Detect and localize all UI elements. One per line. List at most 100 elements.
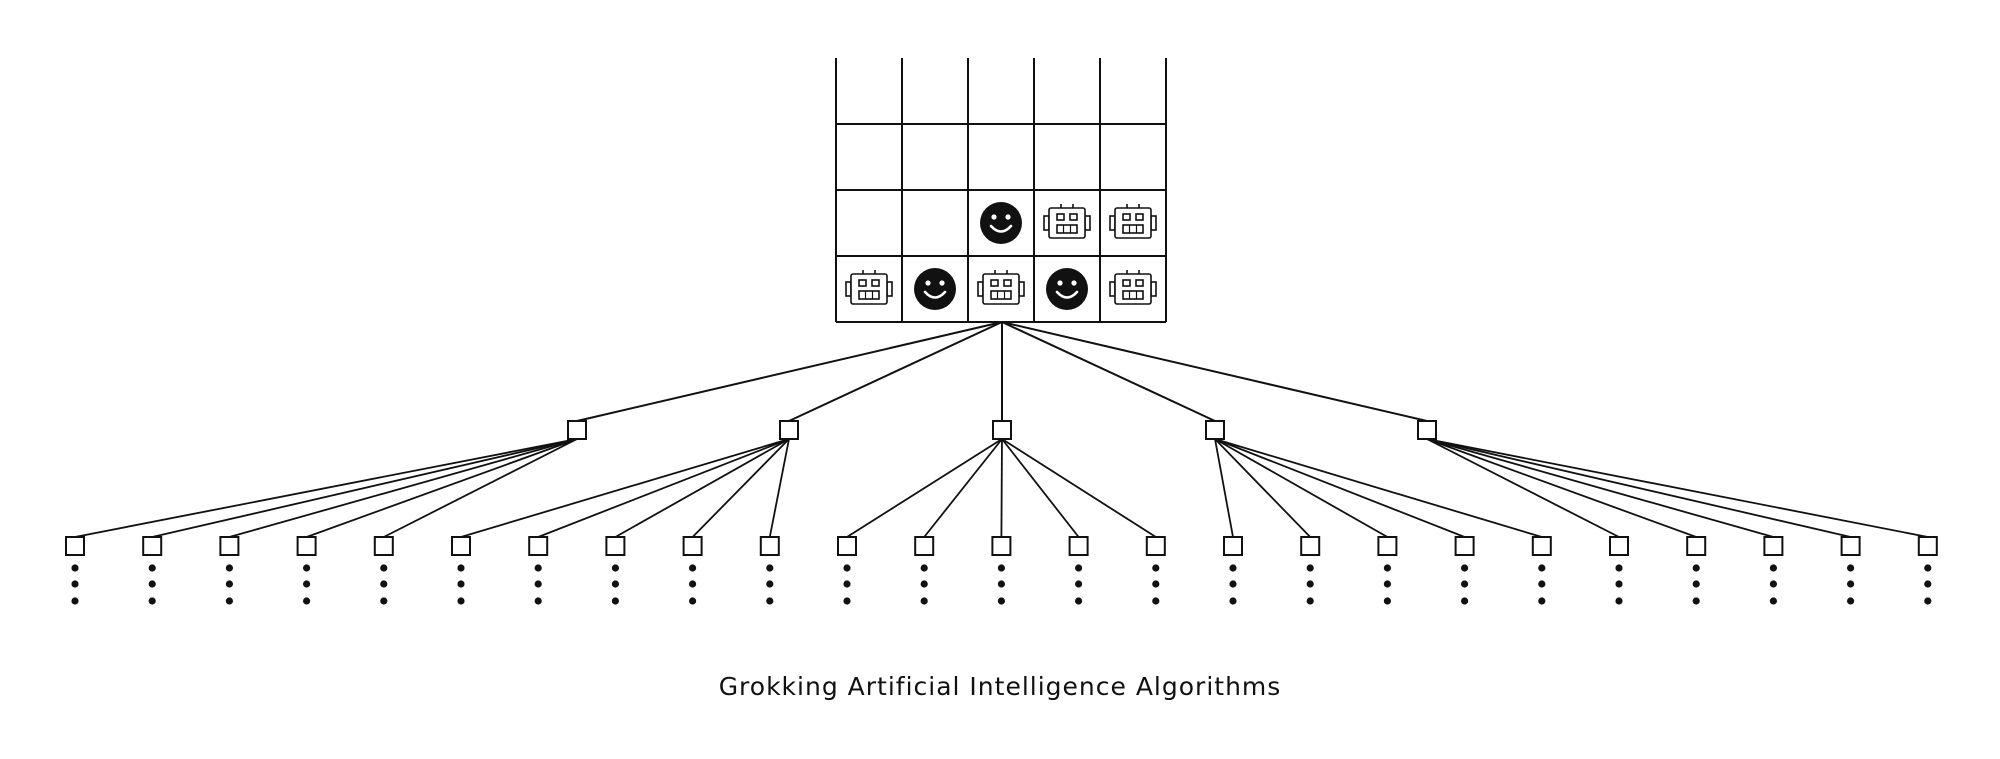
continuation-dot — [148, 564, 156, 572]
root-to-child-edge — [1001, 321, 1428, 422]
continuation-dot — [1152, 580, 1160, 588]
child-to-grandchild-edge — [383, 438, 578, 538]
continuation-dot — [1075, 564, 1083, 572]
grandchild-node — [373, 536, 394, 556]
smiley-eye — [939, 280, 945, 286]
smiley-eye — [1057, 280, 1063, 286]
child-to-grandchild-edge — [460, 438, 790, 538]
continuation-dot — [611, 564, 620, 572]
continuation-dot — [1692, 580, 1700, 588]
grandchild-node — [682, 536, 703, 556]
grandchild-node — [528, 536, 549, 556]
child-node — [1417, 420, 1437, 440]
continuation-dot — [303, 564, 311, 572]
robot-eye — [1122, 279, 1131, 287]
continuation-dot — [1229, 580, 1237, 588]
robot-eye — [858, 279, 867, 287]
smiley-mouth — [989, 224, 1013, 233]
robot-eye — [990, 279, 999, 287]
continuation-dot — [380, 564, 388, 572]
continuation-dot — [920, 564, 928, 572]
smiley-eye — [991, 214, 997, 220]
child-to-grandchild-edge — [1426, 438, 1620, 538]
child-to-grandchild-edge — [1426, 438, 1774, 538]
grandchild-node — [142, 536, 163, 556]
grandchild-node — [1840, 536, 1861, 556]
continuation-dot — [1461, 597, 1469, 605]
continuation-dot — [457, 564, 465, 572]
continuation-dot — [1615, 597, 1623, 605]
continuation-dot — [1538, 597, 1546, 605]
robot-icon — [845, 270, 893, 305]
grandchild-node — [1068, 536, 1089, 556]
continuation-dot — [689, 564, 697, 572]
continuation-dot — [71, 597, 79, 605]
grandchild-node — [1223, 536, 1243, 556]
child-to-grandchild-edge — [1001, 438, 1080, 538]
robot-mouth — [1122, 224, 1144, 234]
continuation-dot — [457, 597, 465, 605]
child-to-grandchild-edge — [1214, 438, 1543, 538]
robot-eye — [1056, 213, 1065, 221]
continuation-dot — [843, 564, 851, 572]
continuation-dot — [534, 564, 542, 572]
smiley-icon — [1046, 268, 1088, 310]
continuation-dot — [148, 580, 156, 588]
grandchild-node — [605, 536, 626, 556]
continuation-dot — [689, 580, 697, 588]
tree-nodes — [65, 420, 1938, 556]
child-to-grandchild-edge — [1214, 438, 1465, 538]
child-to-grandchild-edge — [1000, 438, 1003, 538]
continuation-dot — [1692, 597, 1700, 605]
grandchild-node — [1917, 536, 1938, 556]
child-to-grandchild-edge — [1426, 438, 1851, 538]
continuation-dot — [920, 597, 928, 605]
continuation-dot — [1461, 564, 1469, 572]
continuation-dot — [1769, 597, 1777, 605]
continuation-dot — [1847, 564, 1855, 572]
robot-icon — [977, 270, 1025, 305]
continuation-dot — [225, 564, 233, 572]
continuation-dot — [843, 580, 851, 588]
continuation-dot — [303, 580, 311, 588]
robot-eye — [1135, 213, 1144, 221]
continuation-dot — [1152, 597, 1160, 605]
continuation-dot — [71, 580, 79, 588]
grandchild-node — [914, 536, 935, 556]
continuation-dot — [1924, 580, 1932, 588]
continuation-dot — [380, 597, 388, 605]
child-node — [779, 420, 799, 440]
continuation-dot — [148, 597, 156, 605]
grandchild-node — [65, 536, 85, 556]
smiley-eye — [1005, 214, 1011, 220]
smiley-icon — [980, 202, 1022, 244]
robot-eye — [1135, 279, 1144, 287]
continuation-dot — [689, 597, 697, 605]
continuation-dots — [71, 564, 1932, 605]
continuation-dot — [1383, 597, 1391, 605]
grandchild-node — [1609, 536, 1629, 556]
continuation-dot — [920, 580, 928, 588]
root-to-child-edge — [788, 321, 1003, 422]
continuation-dot — [1075, 580, 1083, 588]
robot-mouth — [858, 290, 880, 300]
smiley-face — [914, 268, 956, 310]
child-node — [1205, 420, 1225, 440]
smiley-eye — [925, 280, 931, 286]
continuation-dot — [997, 597, 1006, 605]
continuation-dot — [1538, 580, 1546, 588]
smiley-icon — [914, 268, 956, 310]
child-to-grandchild-edge — [1214, 438, 1388, 538]
continuation-dot — [843, 597, 851, 605]
child-to-grandchild-edge — [1214, 438, 1234, 538]
continuation-dot — [1769, 580, 1777, 588]
robot-eye — [871, 279, 880, 287]
grandchild-node — [1377, 536, 1398, 556]
robot-eye — [1069, 213, 1078, 221]
root-to-child-edge — [1001, 321, 1216, 422]
continuation-dot — [71, 564, 79, 572]
grandchild-node — [1145, 536, 1166, 556]
tree-edges — [74, 321, 1928, 538]
smiley-mouth — [923, 290, 947, 299]
robot-eye — [1003, 279, 1012, 287]
